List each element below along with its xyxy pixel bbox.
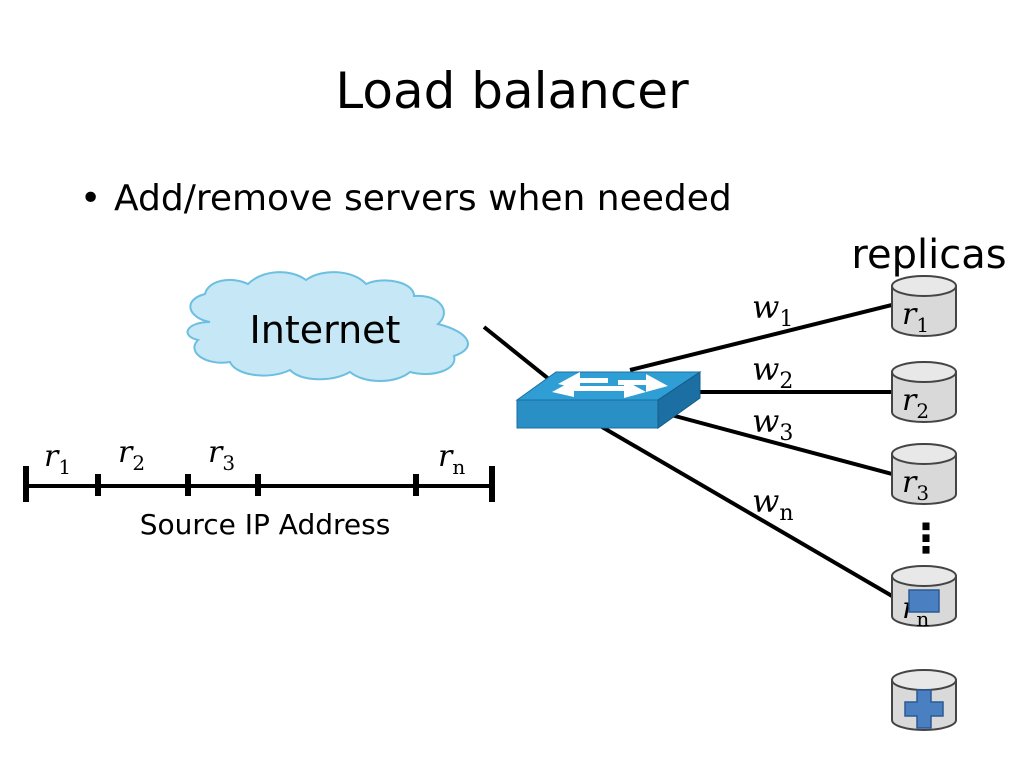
range-r3: r3: [208, 435, 235, 475]
range-rn: rn: [438, 439, 465, 479]
bullet-item: • Add/remove servers when needed: [80, 178, 732, 219]
link-r1: [629, 303, 893, 372]
replicas-label: replicas: [851, 232, 1006, 278]
server-rn: rn: [891, 565, 957, 631]
weight-w2: w2: [752, 350, 793, 394]
server-r3: r3: [891, 443, 957, 505]
weight-w3: w3: [752, 402, 793, 446]
axis-label: Source IP Address: [140, 508, 391, 541]
cloud-icon: [186, 271, 469, 382]
bullet-marker: •: [80, 178, 102, 219]
internet-label: Internet: [250, 308, 401, 352]
network-switch: [515, 371, 702, 429]
server-r2-label: r2: [902, 383, 929, 423]
server-cylinder-icon: [891, 565, 957, 627]
server-add: [891, 669, 957, 731]
link-r3: [659, 410, 893, 476]
links: [482, 303, 894, 598]
link-rn: [588, 418, 894, 598]
bullet-text: Add/remove servers when needed: [114, 178, 732, 219]
server-cylinder-icon: [891, 443, 957, 505]
network-switch-icon: [515, 371, 702, 429]
server-r2: r2: [891, 361, 957, 423]
add-server-icon: [904, 689, 944, 729]
slide-title: Load balancer: [335, 62, 689, 120]
source-ip-axis: r1 r2 r3 rn Source IP Address: [23, 435, 495, 541]
weight-wn: wn: [752, 482, 794, 526]
weight-w1: w1: [752, 288, 793, 332]
server-r1: r1: [891, 275, 957, 337]
range-r1: r1: [44, 439, 71, 479]
internet-cloud: Internet: [186, 271, 469, 382]
weight-labels: w1 w2 w3 wn: [752, 288, 794, 526]
server-r3-label: r3: [902, 465, 929, 505]
server-cylinder-icon: [891, 361, 957, 423]
server-r1-label: r1: [902, 297, 929, 337]
servers-ellipsis: ⋮: [906, 516, 946, 562]
remove-server-icon: [908, 589, 940, 613]
server-cylinder-icon: [891, 275, 957, 337]
range-r2: r2: [118, 435, 145, 475]
